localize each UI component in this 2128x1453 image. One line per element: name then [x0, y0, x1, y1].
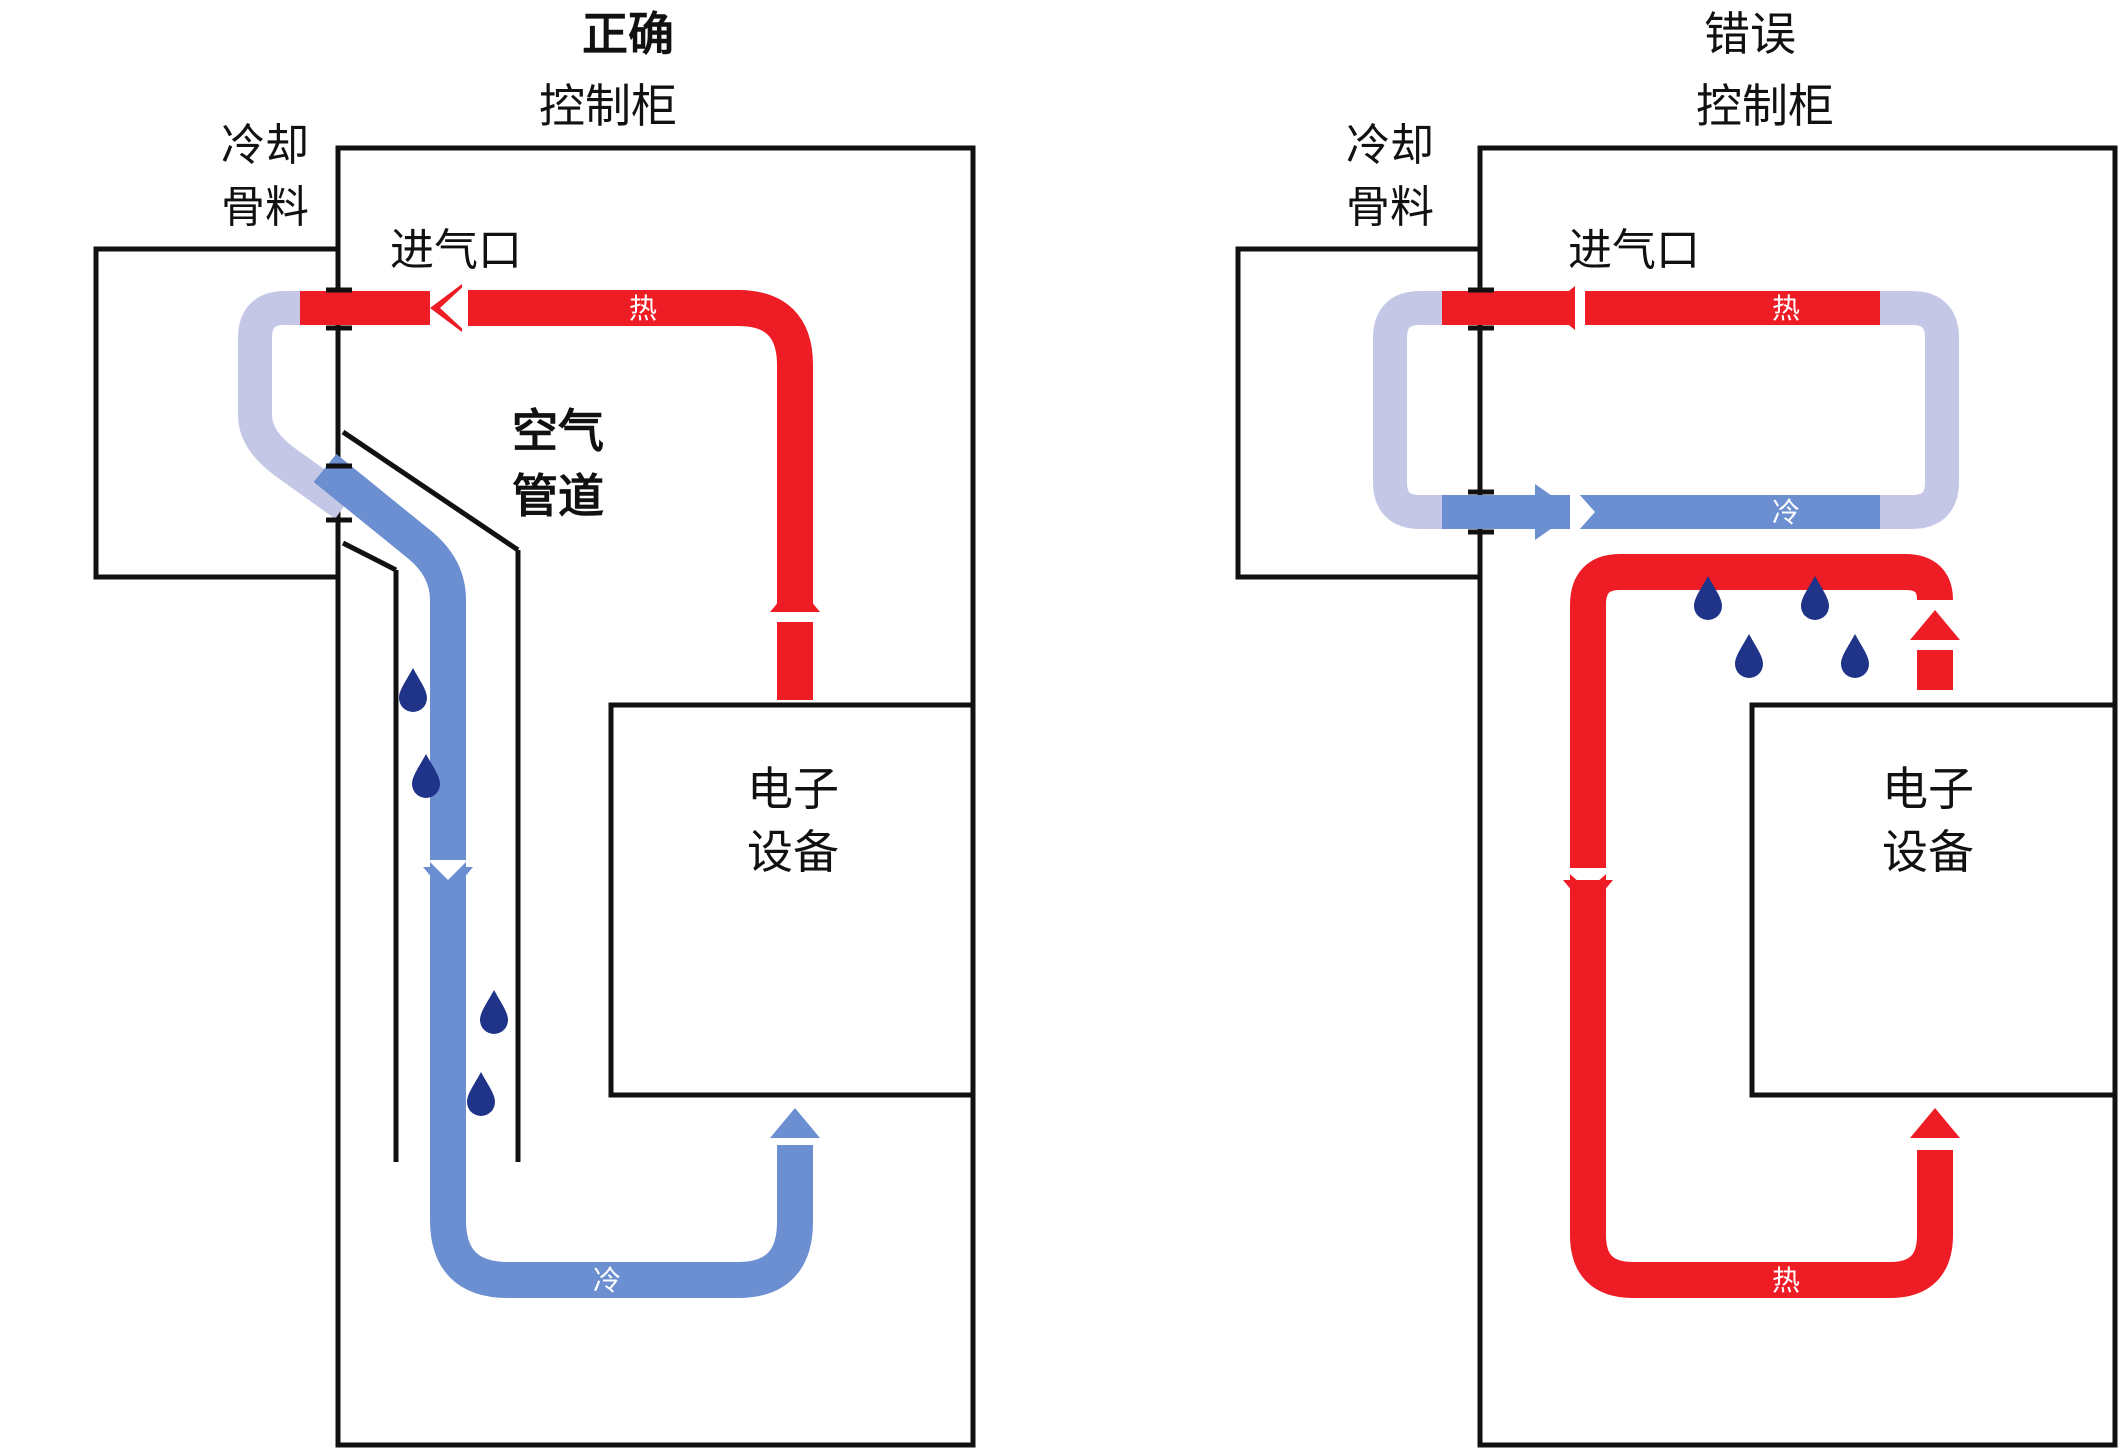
- correct-title: 正确: [582, 7, 674, 61]
- hot-air-arrow-down-notch: [1563, 868, 1613, 890]
- cold-air-arrow-down: [423, 867, 473, 897]
- duct-label: 管道: [512, 469, 604, 523]
- duct-label: 空气: [512, 404, 604, 458]
- cold-air-arrow-down-notch: [428, 860, 468, 880]
- air-duct-inner-wall: [341, 540, 398, 573]
- hot-air-arrow-up: [1910, 1108, 1960, 1138]
- cabinet-label: 控制柜: [1696, 79, 1834, 133]
- cooler-internal-loop: [1373, 291, 1442, 529]
- hot-air-arrow-up: [770, 582, 820, 612]
- hot-air-arrow-up-gap: [770, 612, 820, 622]
- cold-flow-label: 冷: [1772, 496, 1800, 529]
- hot-air-path: [458, 290, 813, 700]
- hot-flow-label: 热: [629, 292, 657, 325]
- cold-air-arrow-right-notch: [1570, 484, 1595, 540]
- cold-flow-label: 冷: [593, 1264, 621, 1297]
- equipment-label: 设备: [747, 825, 839, 879]
- cabinet-label: 控制柜: [539, 79, 677, 133]
- cold-air-path: [313, 454, 813, 1298]
- cooler-label: 骨料: [221, 182, 309, 233]
- inlet-label: 进气口: [390, 225, 522, 276]
- hot-air-arrow-up: [1910, 610, 1960, 640]
- hot-air-arrow-left: [1548, 286, 1575, 330]
- cold-air-arrow-right: [1535, 484, 1575, 540]
- cabinet-internal-loop: [1880, 291, 1959, 529]
- hot-air-riser: [1917, 650, 1953, 690]
- hot-flow-label-top: 热: [1772, 292, 1800, 325]
- cold-air-arrow-up: [770, 1108, 820, 1138]
- correct-panel: 正确 控制柜 冷却 骨料 进气口 空气 管道 电子 设备 热 冷: [93, 7, 976, 1448]
- cooler-label: 冷却: [1346, 120, 1434, 171]
- condensation-drop-icon: [480, 990, 508, 1034]
- hot-air-arrow-left-notch: [440, 282, 468, 334]
- condensation-drop-icon: [1841, 634, 1869, 678]
- wrong-panel: 错误 控制柜 冷却 骨料 进气口 电子 设备 热 冷 热: [1235, 7, 2118, 1448]
- condensation-drop-icon: [399, 668, 427, 712]
- cooler-label: 骨料: [1346, 182, 1434, 233]
- cooler-internal-loop: [238, 291, 355, 519]
- hot-air-arrow-down: [1563, 880, 1613, 910]
- electronic-equipment: [1749, 702, 2118, 1098]
- wrong-title: 错误: [1704, 7, 1796, 61]
- condensation-drop-icon: [467, 1072, 495, 1116]
- inlet-label: 进气口: [1568, 225, 1700, 276]
- equipment-label: 电子: [747, 762, 839, 816]
- electronic-equipment: [608, 702, 976, 1098]
- hot-air-path-loop: [1570, 554, 1953, 1298]
- air-duct-outer-wall: [341, 429, 520, 553]
- cooler-label: 冷却: [221, 120, 309, 171]
- equipment-label: 设备: [1882, 825, 1974, 879]
- hot-flow-label-bottom: 热: [1772, 1264, 1800, 1297]
- equipment-label: 电子: [1882, 762, 1974, 816]
- condensation-drop-icon: [1735, 634, 1763, 678]
